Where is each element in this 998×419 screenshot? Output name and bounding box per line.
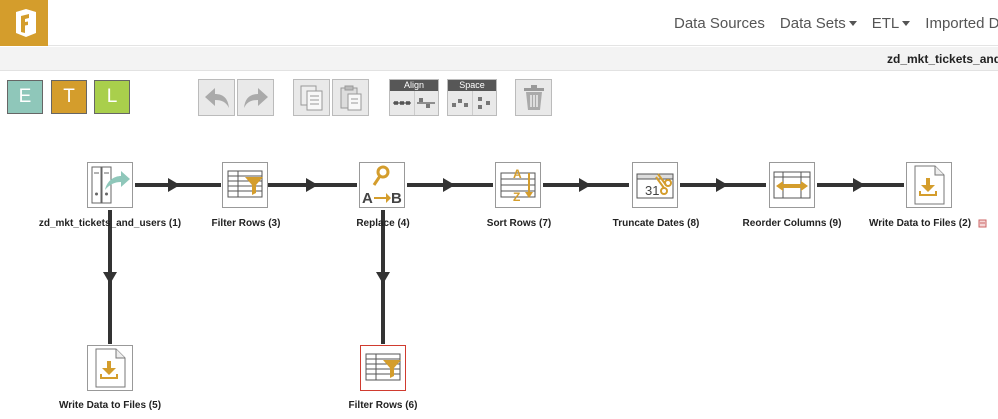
connection-arrow bbox=[443, 178, 455, 192]
node-filter-rows[interactable] bbox=[222, 162, 268, 208]
node-label: Truncate Dates (8) bbox=[612, 218, 700, 229]
node-label: Write Data to Files (2) bbox=[868, 218, 972, 229]
node-sort-rows[interactable]: A Z bbox=[495, 162, 541, 208]
write-files-icon bbox=[914, 165, 945, 205]
replace-icon: A B bbox=[362, 165, 402, 207]
svg-text:B: B bbox=[391, 190, 402, 207]
connection-arrow bbox=[716, 178, 728, 192]
node-data-source[interactable] bbox=[87, 162, 133, 208]
extract-label: E bbox=[18, 86, 32, 107]
copy-button[interactable] bbox=[293, 79, 330, 116]
connection-arrow bbox=[853, 178, 865, 192]
warning-icon[interactable] bbox=[978, 219, 987, 228]
filter-rows-icon bbox=[227, 170, 263, 198]
connection-arrow bbox=[376, 272, 390, 284]
node-replace[interactable]: A B bbox=[359, 162, 405, 208]
dataset-title: zd_mkt_tickets_and_users bbox=[887, 52, 998, 66]
app-logo[interactable] bbox=[0, 0, 48, 46]
node-filter-rows-selected[interactable] bbox=[360, 345, 406, 391]
nav-data-sets[interactable]: Data Sets bbox=[780, 15, 857, 32]
align-label: Align bbox=[390, 80, 438, 91]
etl-canvas[interactable]: zd_mkt_tickets_and_users (1) Filter Rows… bbox=[0, 120, 998, 419]
dataset-titlebar: zd_mkt_tickets_and_users bbox=[0, 47, 998, 71]
connection-arrow bbox=[168, 178, 180, 192]
space-horizontal-icon bbox=[451, 99, 468, 107]
align-horizontal-button[interactable] bbox=[390, 91, 414, 115]
nav-etl[interactable]: ETL bbox=[872, 15, 911, 32]
node-write-files-2[interactable] bbox=[906, 162, 952, 208]
align-vertical-icon bbox=[417, 98, 436, 108]
paste-button[interactable] bbox=[332, 79, 369, 116]
node-label: Replace (4) bbox=[356, 218, 410, 229]
copy-icon bbox=[300, 85, 322, 110]
top-navbar: Data Sources Data Sets ETL Imported Data bbox=[0, 0, 998, 46]
filter-rows-icon bbox=[365, 353, 401, 381]
undo-button[interactable] bbox=[198, 79, 235, 116]
node-reorder-columns[interactable] bbox=[769, 162, 815, 208]
connection-arrow bbox=[306, 178, 318, 192]
trash-icon bbox=[523, 84, 544, 110]
svg-text:A: A bbox=[362, 190, 373, 207]
align-group: Align bbox=[389, 79, 439, 116]
logo-icon bbox=[16, 9, 36, 37]
space-horizontal-button[interactable] bbox=[448, 91, 472, 115]
space-vertical-button[interactable] bbox=[471, 91, 497, 115]
nav-links: Data Sources Data Sets ETL Imported Data bbox=[674, 0, 998, 46]
transform-label: T bbox=[63, 86, 75, 107]
chevron-down-icon bbox=[848, 21, 857, 27]
delete-button[interactable] bbox=[515, 79, 552, 116]
svg-text:Z: Z bbox=[513, 190, 520, 204]
load-button[interactable]: L bbox=[94, 80, 130, 114]
align-vertical-button[interactable] bbox=[413, 91, 439, 115]
connection-arrow bbox=[103, 272, 117, 284]
node-label: zd_mkt_tickets_and_users (1) bbox=[38, 218, 182, 229]
paste-icon bbox=[340, 85, 361, 110]
align-horizontal-icon bbox=[392, 101, 411, 105]
space-group: Space bbox=[447, 79, 497, 116]
node-label: Reorder Columns (9) bbox=[742, 218, 842, 229]
chevron-down-icon bbox=[902, 21, 911, 27]
nav-imported-data[interactable]: Imported Data bbox=[925, 14, 998, 32]
extract-button[interactable]: E bbox=[7, 80, 43, 114]
node-truncate-dates[interactable]: 31 bbox=[632, 162, 678, 208]
undo-icon bbox=[204, 87, 229, 108]
svg-text:31: 31 bbox=[645, 183, 659, 198]
reorder-columns-icon bbox=[773, 171, 811, 199]
transform-button[interactable]: T bbox=[51, 80, 87, 114]
connections-layer bbox=[103, 178, 904, 344]
node-label: Filter Rows (6) bbox=[348, 400, 418, 411]
node-label: Filter Rows (3) bbox=[211, 218, 281, 229]
space-label: Space bbox=[448, 80, 496, 91]
redo-icon bbox=[243, 87, 268, 108]
nav-data-sources[interactable]: Data Sources bbox=[674, 14, 765, 32]
svg-text:A: A bbox=[513, 167, 522, 181]
connection-arrow bbox=[579, 178, 591, 192]
truncate-dates-icon: 31 bbox=[636, 173, 674, 199]
redo-button[interactable] bbox=[237, 79, 274, 116]
sort-rows-icon: A Z bbox=[500, 167, 536, 204]
space-vertical-icon bbox=[478, 97, 491, 109]
node-label: Write Data to Files (5) bbox=[58, 400, 162, 411]
node-write-files-5[interactable] bbox=[87, 345, 133, 391]
data-source-icon bbox=[91, 166, 130, 204]
load-label: L bbox=[106, 86, 118, 107]
node-label: Sort Rows (7) bbox=[486, 218, 552, 229]
write-files-icon bbox=[95, 348, 126, 388]
